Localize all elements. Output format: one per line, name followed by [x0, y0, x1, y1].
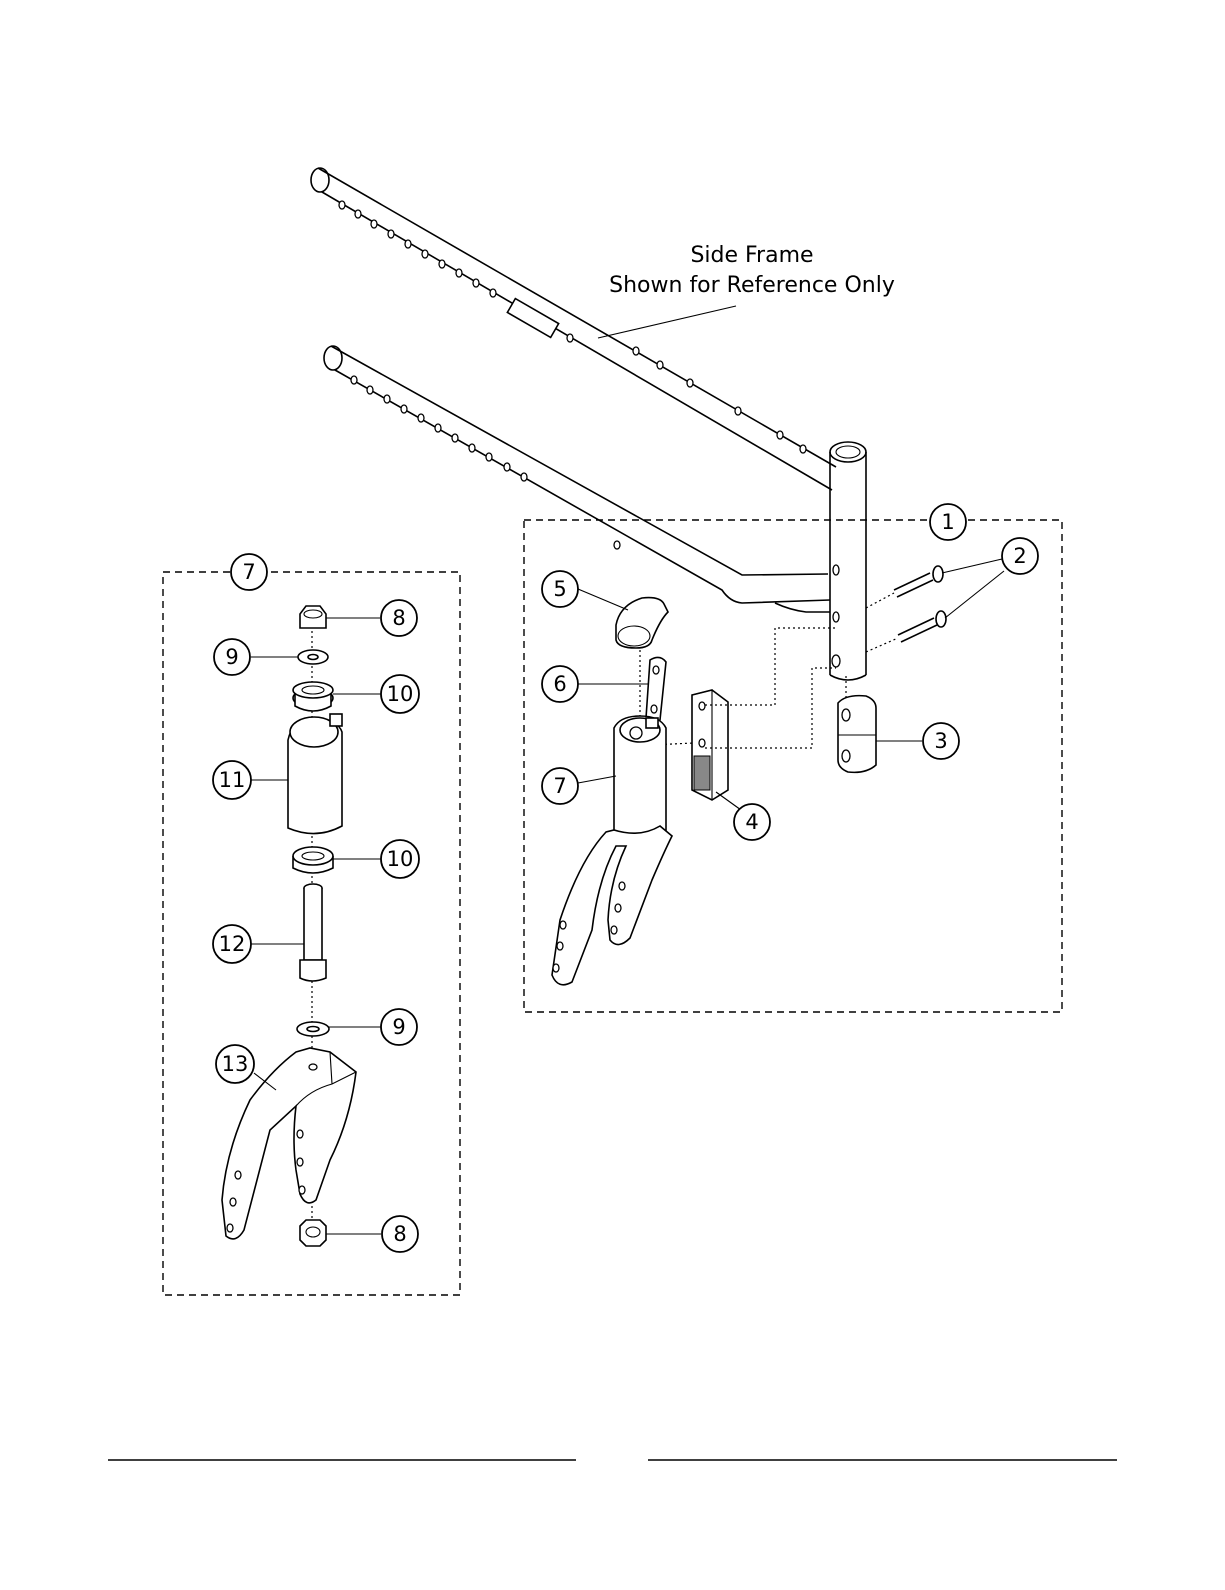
callout-1: 1: [930, 504, 966, 540]
callout-2-label: 2: [1013, 544, 1026, 568]
callout-6-label: 6: [553, 672, 566, 696]
callout-6: 6: [542, 666, 578, 702]
callout-11-label: 11: [219, 768, 246, 792]
callout-8-top-label: 8: [392, 606, 405, 630]
callout-10-bottom: 10: [381, 840, 419, 878]
callout-10-top-label: 10: [387, 682, 414, 706]
side-frame-upper-tube: [311, 168, 836, 490]
callout-9-top: 9: [214, 639, 250, 675]
cap-part-5: [616, 598, 668, 648]
bolt-upper: [894, 566, 943, 597]
callout-4-label: 4: [745, 810, 758, 834]
fork-assembly-main: [552, 716, 672, 985]
alignment-lines: [640, 625, 836, 775]
callout-8-bottom-label: 8: [393, 1222, 406, 1246]
link-part-6: [646, 657, 666, 723]
callout-9-bottom: 9: [381, 1009, 417, 1045]
clamp-part-3: [838, 676, 876, 772]
stem-bolt-part-12: [300, 884, 326, 981]
nut-bottom-part-8: [300, 1220, 326, 1246]
callout-7-main-label: 7: [553, 774, 566, 798]
callout-3-label: 3: [934, 729, 947, 753]
bearing-bottom-part-10: [293, 847, 333, 873]
bolts: [866, 566, 946, 652]
callout-12: 12: [213, 925, 251, 963]
callout-4: 4: [734, 804, 770, 840]
callout-10-top: 10: [381, 675, 419, 713]
callout-12-label: 12: [219, 932, 246, 956]
callout-7-main: 7: [542, 768, 578, 804]
callout-9-bottom-label: 9: [392, 1015, 405, 1039]
side-frame-note-leader: [598, 306, 736, 338]
callout-11: 11: [213, 761, 251, 799]
callout-9-top-label: 9: [225, 645, 238, 669]
side-frame-vertical-tube: [830, 442, 866, 680]
callout-3: 3: [923, 723, 959, 759]
callout-13-label: 13: [222, 1052, 249, 1076]
washer-top-part-9: [298, 650, 328, 664]
callout-1-label: 1: [941, 510, 954, 534]
callout-8-top: 8: [381, 600, 417, 636]
side-frame-note-line2: Shown for Reference Only: [609, 273, 895, 298]
callout-13: 13: [216, 1045, 254, 1083]
callout-5: 5: [542, 571, 578, 607]
bearing-top-part-10: [293, 682, 333, 711]
side-frame-lower-tube: [324, 346, 830, 612]
assembly-box-main: [524, 520, 1062, 1012]
callout-2: 2: [1002, 538, 1038, 574]
bolt-lower: [898, 611, 946, 642]
nut-top-part-8: [300, 606, 326, 628]
washer-bottom-part-9: [297, 1022, 329, 1036]
callout-8-bottom: 8: [382, 1216, 418, 1252]
callout-10-bottom-label: 10: [387, 847, 414, 871]
callout-7-detail: 7: [231, 554, 267, 590]
callout-5-label: 5: [553, 577, 566, 601]
side-frame-note-line1: Side Frame: [690, 243, 813, 268]
callout-7-detail-label: 7: [242, 560, 255, 584]
plate-part-4: [692, 690, 728, 800]
housing-part-11: [288, 714, 342, 834]
